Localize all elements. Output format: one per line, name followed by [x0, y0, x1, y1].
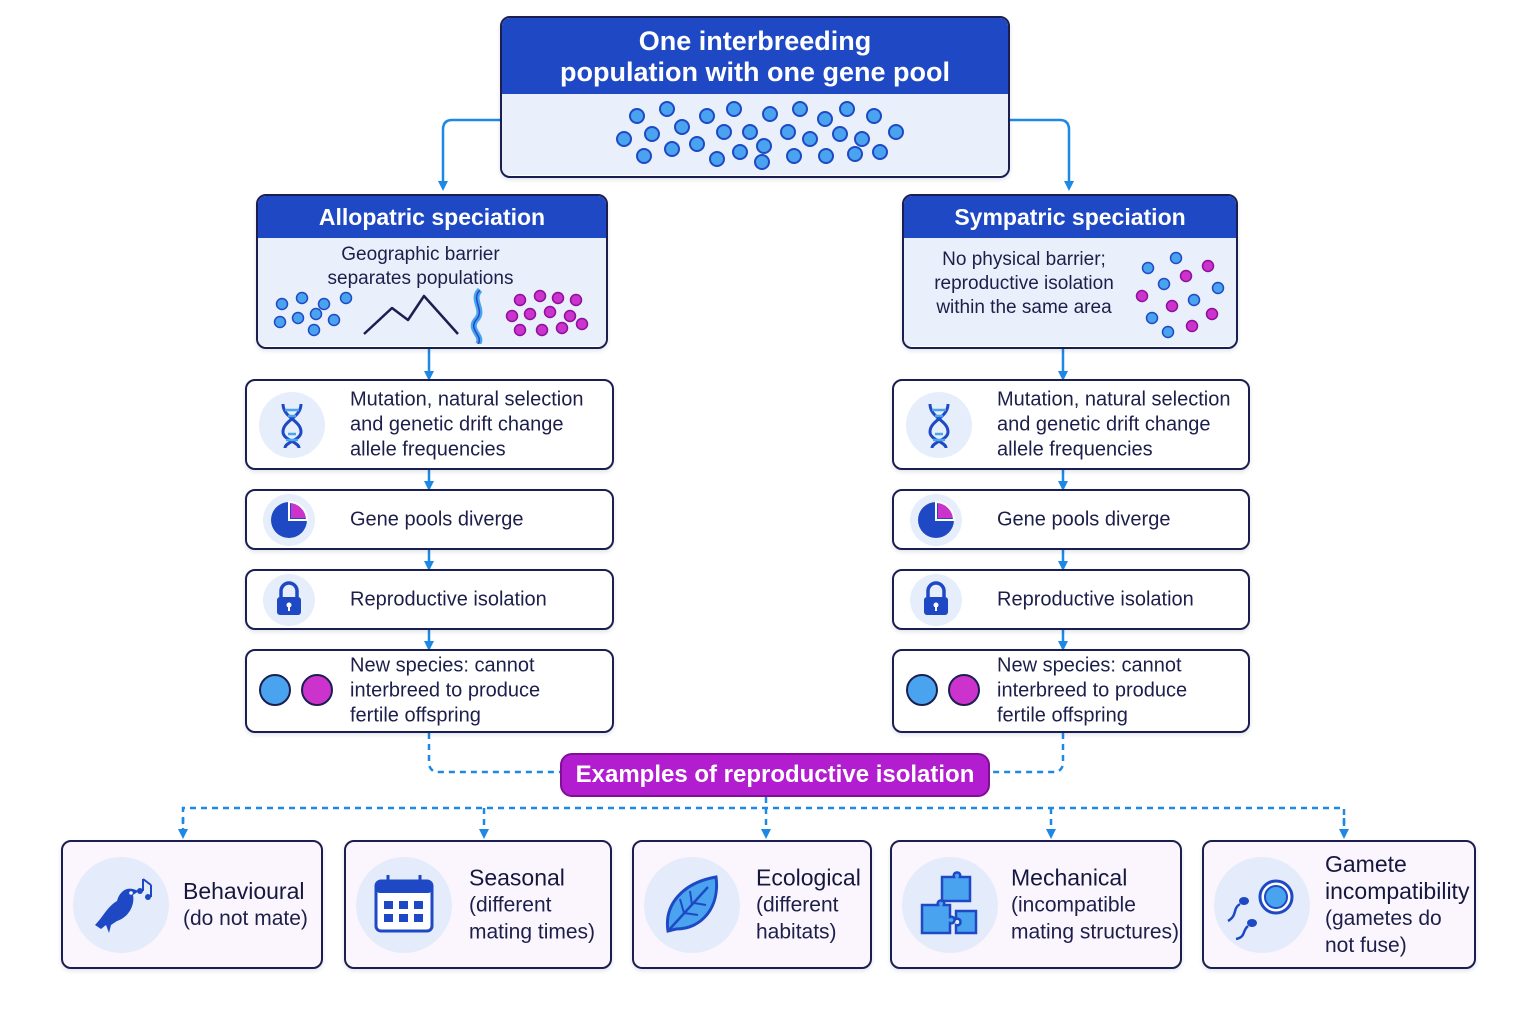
- puzzle-icon: [902, 856, 998, 953]
- dna-icon: [906, 391, 972, 458]
- sympatric-new-species-step: New species: cannot interbreed to produc…: [892, 649, 1250, 733]
- gene-pool-title-line2: population with one gene pool: [560, 57, 950, 87]
- allopatric-panel: Geographic barrier separates populations: [258, 238, 606, 346]
- gene-pool-title: One interbreeding population with one ge…: [502, 18, 1008, 94]
- seasonal-desc-line1: (different: [469, 893, 552, 916]
- two-circles-icon: [259, 674, 333, 706]
- allopatric-isolation-step: Reproductive isolation: [245, 569, 614, 630]
- examples-label: Examples of reproductive isolation: [560, 753, 990, 797]
- mechanical-title: Mechanical: [1011, 864, 1128, 890]
- seasonal-text: Seasonal (different mating times): [469, 864, 595, 945]
- diverge-text: Gene pools diverge: [350, 508, 524, 530]
- gamete-desc-line1: (gametes do: [1325, 906, 1442, 930]
- population-dots-icon: [616, 101, 904, 170]
- isolation-text: Reproductive isolation: [997, 588, 1194, 610]
- ecological-text: Ecological (different habitats): [756, 864, 861, 945]
- gamete-desc-line2: not fuse): [1325, 933, 1407, 957]
- gamete-card: Gamete incompatibility (gametes do not f…: [1202, 840, 1476, 969]
- ecological-desc-line2: habitats): [756, 920, 837, 943]
- mutation-line1: Mutation, natural selection: [997, 388, 1231, 410]
- ecological-desc-line1: (different: [756, 893, 839, 916]
- bird-icon: [73, 856, 169, 953]
- lock-icon: [263, 573, 315, 626]
- calendar-icon: [356, 856, 452, 953]
- mutation-line3: allele frequencies: [350, 438, 506, 460]
- sympatric-mutation-step: Mutation, natural selection and genetic …: [892, 379, 1250, 470]
- behavioural-text: Behavioural (do not mate): [183, 878, 308, 932]
- mechanical-card: Mechanical (incompatible mating structur…: [890, 840, 1182, 969]
- gene-pool-title-line1: One interbreeding: [638, 26, 872, 56]
- sympatric-panel: No physical barrier; reproductive isolat…: [904, 238, 1236, 346]
- seasonal-title: Seasonal: [469, 864, 565, 890]
- behavioural-title: Behavioural: [183, 877, 305, 904]
- lock-icon: [910, 573, 962, 626]
- allopatric-box: Allopatric speciation Geographic barrier…: [256, 194, 608, 349]
- gamete-title-line1: Gamete: [1325, 850, 1407, 877]
- new-species-line2: interbreed to produce: [997, 679, 1188, 702]
- mechanical-desc-line1: (incompatible: [1011, 893, 1136, 916]
- allopatric-desc-line1: Geographic barrier: [341, 244, 500, 265]
- mutation-text: Mutation, natural selection and genetic …: [350, 387, 602, 462]
- gamete-text: Gamete incompatibility (gametes do not f…: [1325, 851, 1469, 959]
- mutation-line2: and genetic drift change: [997, 413, 1211, 435]
- sympatric-description: No physical barrier; reproductive isolat…: [914, 248, 1134, 320]
- pie-chart-icon: [910, 493, 962, 546]
- mountain-river-icon: [273, 288, 589, 344]
- sympatric-desc-line3: within the same area: [936, 297, 1112, 318]
- behavioural-card: Behavioural (do not mate): [61, 840, 323, 969]
- two-circles-icon: [906, 674, 980, 706]
- new-species-line1: New species: cannot: [350, 654, 535, 677]
- seasonal-card: Seasonal (different mating times): [344, 840, 612, 969]
- sympatric-desc-line1: No physical barrier;: [942, 249, 1106, 270]
- gamete-title-line2: incompatibility: [1325, 877, 1470, 904]
- behavioural-desc: (do not mate): [183, 906, 308, 930]
- gene-pool-panel: [502, 94, 1008, 175]
- sympatric-isolation-step: Reproductive isolation: [892, 569, 1250, 630]
- allopatric-new-species-step: New species: cannot interbreed to produc…: [245, 649, 614, 733]
- new-species-line3: fertile offspring: [997, 704, 1128, 727]
- ecological-card: Ecological (different habitats): [632, 840, 872, 969]
- leaf-icon: [644, 856, 740, 953]
- sperm-egg-icon: [1214, 856, 1310, 953]
- sympatric-diverge-step: Gene pools diverge: [892, 489, 1250, 550]
- ecological-title: Ecological: [756, 864, 861, 890]
- sympatric-desc-line2: reproductive isolation: [934, 273, 1114, 294]
- mutation-line2: and genetic drift change: [350, 413, 564, 435]
- allopatric-title: Allopatric speciation: [258, 196, 606, 238]
- seasonal-desc-line2: mating times): [469, 920, 596, 943]
- new-species-text: New species: cannot interbreed to produc…: [350, 654, 602, 729]
- new-species-line2: interbreed to produce: [350, 679, 541, 702]
- allopatric-desc-line2: separates populations: [327, 268, 514, 289]
- isolation-text: Reproductive isolation: [350, 588, 547, 610]
- mutation-line1: Mutation, natural selection: [350, 388, 584, 410]
- mechanical-desc-line2: mating structures): [1011, 920, 1180, 943]
- diverge-text: Gene pools diverge: [997, 508, 1171, 530]
- mixed-population-icon: [1135, 251, 1225, 339]
- new-species-line3: fertile offspring: [350, 704, 481, 727]
- allopatric-mutation-step: Mutation, natural selection and genetic …: [245, 379, 614, 470]
- gene-pool-box: One interbreeding population with one ge…: [500, 16, 1010, 178]
- allopatric-diverge-step: Gene pools diverge: [245, 489, 614, 550]
- mutation-text: Mutation, natural selection and genetic …: [997, 387, 1238, 462]
- allopatric-description: Geographic barrier separates populations: [278, 243, 563, 291]
- mutation-line3: allele frequencies: [997, 438, 1153, 460]
- new-species-text: New species: cannot interbreed to produc…: [997, 654, 1238, 729]
- sympatric-box: Sympatric speciation No physical barrier…: [902, 194, 1238, 349]
- pie-chart-icon: [263, 493, 315, 546]
- new-species-line1: New species: cannot: [997, 654, 1182, 677]
- sympatric-title: Sympatric speciation: [904, 196, 1236, 238]
- mechanical-text: Mechanical (incompatible mating structur…: [1011, 864, 1179, 945]
- dna-icon: [259, 391, 325, 458]
